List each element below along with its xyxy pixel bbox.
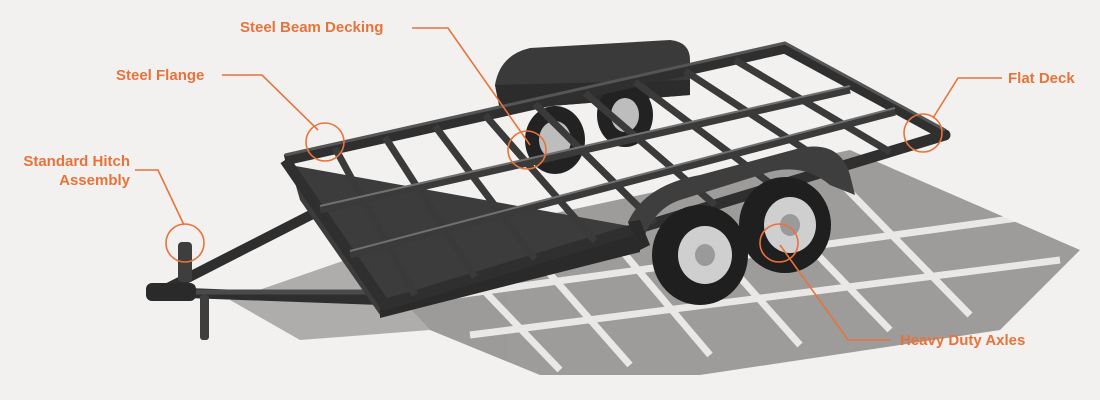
label-steel-flange: Steel Flange (116, 67, 205, 84)
callout-circle-flat-deck (903, 113, 943, 153)
leader-heavy-duty-axles (779, 244, 890, 341)
leader-steel-beam-decking (412, 27, 531, 146)
callout-markers (135, 27, 1002, 341)
label-standard-hitch-assembly: Standard Hitch Assembly (4, 152, 130, 190)
callout-circle-heavy-duty-axles (759, 223, 799, 263)
leader-steel-flange (222, 74, 319, 131)
callout-circle-steel-beam-decking (507, 130, 547, 170)
leader-standard-hitch (135, 169, 185, 226)
rear-wheels (525, 83, 653, 174)
label-steel-beam-decking: Steel Beam Decking (240, 19, 384, 36)
jack-post (200, 295, 209, 340)
label-flat-deck: Flat Deck (1008, 70, 1075, 87)
callout-circle-standard-hitch (165, 223, 205, 263)
label-heavy-duty-axles: Heavy Duty Axles (900, 332, 1026, 349)
leader-flat-deck (932, 77, 1002, 119)
hitch-coupler (146, 283, 196, 301)
label-standard-hitch-line2: Assembly (59, 172, 130, 189)
fender (628, 146, 855, 250)
label-standard-hitch-line1: Standard Hitch (23, 153, 130, 170)
callout-circle-steel-flange (305, 122, 345, 162)
